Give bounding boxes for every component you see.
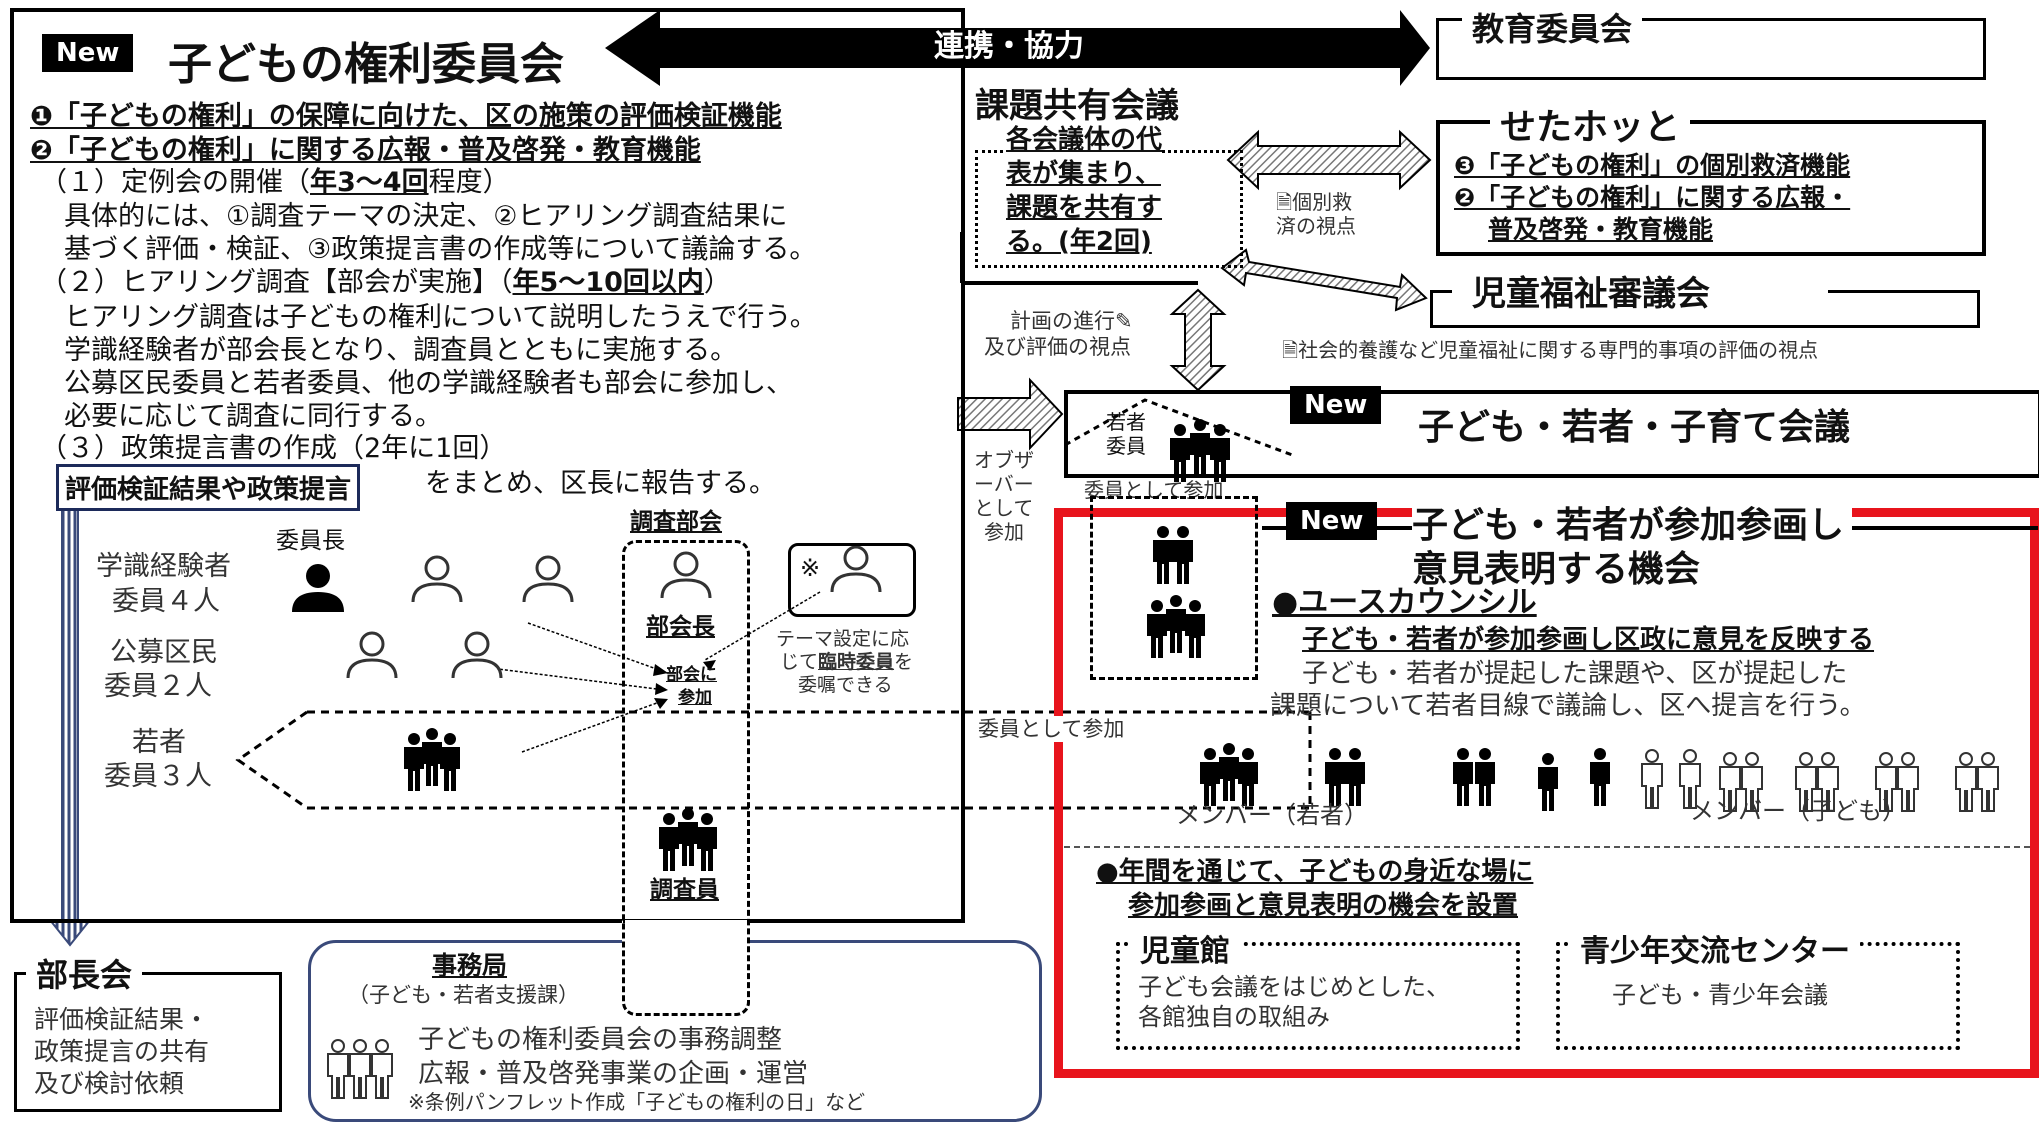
divider bbox=[1064, 846, 2030, 848]
jidokan-desc-1: 子ども会議をはじめとした、 bbox=[1138, 973, 1450, 1001]
item-2: （２）ヒアリング調査【部会が実施】（年5〜10回以内） bbox=[40, 267, 731, 298]
issue-meeting-desc-4: る。(年2回) bbox=[1006, 227, 1152, 257]
jidokan-box bbox=[1116, 942, 1520, 1050]
item-2-desc-4: 必要に応じて調査に同行する。 bbox=[64, 401, 442, 432]
bucho-desc-2: 政策提言の共有 bbox=[34, 1037, 210, 1066]
observer-3: として bbox=[974, 496, 1034, 520]
issue-meeting-desc-2: 表が集まり、 bbox=[1006, 159, 1161, 189]
setahotto-arrow bbox=[1226, 129, 1432, 191]
member-academics-2: 委員４人 bbox=[112, 586, 220, 617]
council-arrow bbox=[957, 377, 1064, 451]
item-1: （１）定例会の開催（年3〜4回程度） bbox=[40, 167, 510, 198]
bucho-desc-1: 評価検証結果・ bbox=[34, 1005, 210, 1034]
education-board-title: 教育委員会 bbox=[1462, 4, 1643, 50]
jidokan-title: 児童館 bbox=[1130, 926, 1240, 970]
youth-council-desc-2: 課題について若者目線で議論し、区へ提言を行う。 bbox=[1270, 691, 1866, 721]
welfare-box bbox=[1430, 290, 1980, 328]
observer-2: ーバー bbox=[974, 472, 1034, 496]
plan-view-2: 及び評価の視点 bbox=[984, 335, 1131, 359]
member-youth-1: 若者 bbox=[132, 727, 186, 758]
kodomo-council-title: 子ども・若者・子育て会議 bbox=[1418, 407, 1851, 448]
item-1-desc-2: 基づく評価・検証、③政策提言書の作成等について議論する。 bbox=[64, 234, 817, 265]
new-badge: New bbox=[1286, 502, 1378, 540]
temp-note-3: 委嘱できる bbox=[798, 674, 893, 696]
secretariat-desc-2: 広報・普及啓発事業の企画・運営 bbox=[418, 1059, 809, 1089]
member-public-2: 委員２人 bbox=[104, 671, 212, 702]
item-3: （３）政策提言書の作成（2年に1回） bbox=[40, 433, 507, 464]
plan-view-1: 計画の進行✎ bbox=[1010, 309, 1133, 333]
document-icon: 🗎 bbox=[1276, 190, 1293, 214]
observer-1: オブザ bbox=[974, 448, 1034, 472]
youth-committee-label-1: 若者 bbox=[1106, 410, 1146, 434]
setahotto-line-1: ❸「子どもの権利」の個別救済機能 bbox=[1454, 151, 1851, 180]
issue-meeting-title: 課題共有会議 bbox=[975, 86, 1179, 126]
item-2-desc-2: 学識経験者が部会長となり、調査員とともに実施する。 bbox=[64, 335, 738, 366]
yearround-1: ●年間を通じて、子どもの身近な場に bbox=[1096, 857, 1534, 887]
temp-note-1: テーマ設定に応 bbox=[776, 628, 910, 650]
participation-title-1: 子ども・若者が参加参画し bbox=[1412, 496, 1853, 548]
youth-committee-label-2: 委員 bbox=[1106, 434, 1146, 458]
subcommittee-column-lower bbox=[622, 920, 750, 1016]
youth-council-sub: 子ども・若者が参加参画し区政に意見を反映する bbox=[1302, 625, 1875, 655]
jidokan-desc-2: 各館独自の取組み bbox=[1138, 1003, 1330, 1031]
subcommittee-join-1: 部会に bbox=[666, 665, 717, 685]
secretariat-sub: （子ども・若者支援課） bbox=[348, 983, 579, 1007]
setahotto-line-3: 普及啓発・教育機能 bbox=[1488, 215, 1714, 244]
bucho-desc-3: 及び検討依頼 bbox=[34, 1069, 185, 1098]
member-academics-1: 学識経験者 bbox=[96, 551, 231, 582]
subcommittee-head: 部会長 bbox=[646, 614, 715, 640]
result-text: をまとめ、区長に報告する。 bbox=[425, 468, 776, 499]
issue-meeting-desc-1: 各会議体の代 bbox=[1006, 124, 1163, 157]
function-1: ❶「子どもの権利」の保障に向けた、区の施策の評価検証機能 bbox=[30, 101, 782, 132]
item-2-desc-3: 公募区民委員と若者委員、他の学識経験者も部会に参加し、 bbox=[64, 368, 793, 399]
cooperation-label: 連携・協力 bbox=[934, 29, 1084, 64]
welfare-title: 児童福祉審議会 bbox=[1472, 274, 1710, 314]
youth-center-desc: 子ども・青少年会議 bbox=[1612, 981, 1828, 1009]
welfare-note: 🗎社会的養護など児童福祉に関する専門的事項の評価の視点 bbox=[1282, 338, 1819, 362]
as-member-label: 委員として参加 bbox=[978, 716, 1125, 743]
plan-arrow bbox=[1169, 288, 1227, 392]
observer-4: 参加 bbox=[984, 520, 1024, 544]
new-badge: New bbox=[42, 34, 134, 72]
setahotto-line-2: ❷「子どもの権利」に関する広報・ bbox=[1454, 183, 1851, 212]
item-2-desc-1: ヒアリング調査は子どもの権利について説明したうえで行う。 bbox=[64, 302, 817, 333]
pencil-icon: ✎ bbox=[1115, 309, 1133, 333]
bucho-title: 部長会 bbox=[26, 950, 143, 996]
participation-title-2: 意見表明する機会 bbox=[1412, 549, 1701, 590]
subcommittee-title: 調査部会 bbox=[630, 509, 722, 535]
subcommittee-join-2: 参加 bbox=[678, 688, 712, 708]
welfare-arrow bbox=[1220, 248, 1428, 312]
temp-mark: ※ bbox=[800, 554, 821, 582]
setahotto-title: せたホッと bbox=[1490, 98, 1691, 150]
member-children-label: メンバー（子ども） bbox=[1690, 797, 1906, 825]
rights-committee-title: 子どもの権利委員会 bbox=[168, 39, 564, 90]
member-youth-2: 委員３人 bbox=[104, 761, 212, 792]
member-youth-label: メンバー（若者） bbox=[1176, 801, 1368, 829]
chair-label: 委員長 bbox=[276, 528, 345, 554]
youth-council-title: ●ユースカウンシル bbox=[1272, 585, 1537, 620]
youth-center-title: 青少年交流センター bbox=[1570, 926, 1860, 970]
new-badge: New bbox=[1290, 386, 1382, 424]
relief-view-1: 🗎個別救 bbox=[1276, 190, 1353, 214]
yearround-2: 参加参画と意見表明の機会を設置 bbox=[1128, 891, 1519, 921]
item-1-desc-1: 具体的には、①調査テーマの決定、②ヒアリング調査結果に bbox=[64, 201, 788, 232]
youth-council-desc-1: 子ども・若者が提起した課題や、区が提起した bbox=[1302, 659, 1848, 689]
rights-committee-panel bbox=[10, 8, 965, 923]
investigators-label: 調査員 bbox=[650, 877, 719, 903]
document-icon: 🗎 bbox=[1282, 338, 1299, 362]
youth-dashed-column bbox=[1090, 496, 1258, 680]
secretariat-desc-3: ※条例パンフレット作成「子どもの権利の日」など bbox=[408, 1090, 866, 1114]
temp-note-2: じて臨時委員を bbox=[780, 651, 914, 673]
secretariat-title: 事務局 bbox=[432, 951, 508, 980]
function-2: ❷「子どもの権利」に関する広報・普及啓発・教育機能 bbox=[30, 135, 701, 166]
member-public-1: 公募区民 bbox=[110, 637, 218, 668]
temp-member-box bbox=[788, 543, 916, 617]
bucho-box bbox=[14, 972, 282, 1112]
secretariat-desc-1: 子どもの権利委員会の事務調整 bbox=[418, 1025, 783, 1055]
relief-view-2: 済の視点 bbox=[1276, 214, 1356, 238]
issue-meeting-desc-3: 課題を共有す bbox=[1006, 193, 1163, 223]
result-box: 評価検証結果や政策提言 bbox=[56, 464, 361, 511]
cooperation-arrow bbox=[605, 10, 1430, 86]
